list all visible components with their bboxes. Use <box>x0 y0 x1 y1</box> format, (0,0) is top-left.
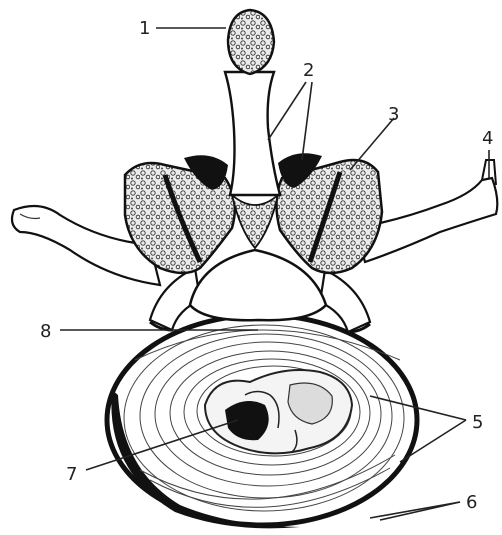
callout-5: 5 <box>472 412 483 433</box>
leader-2a <box>268 82 306 140</box>
callout-2: 2 <box>303 60 314 81</box>
spinous-process-tip <box>228 10 274 74</box>
callout-4: 4 <box>482 128 493 149</box>
callout-7: 7 <box>66 464 77 485</box>
leader-2b <box>302 82 312 160</box>
leader-6b <box>380 502 460 520</box>
leader-3 <box>350 118 394 170</box>
callout-6: 6 <box>466 492 477 513</box>
callout-1: 1 <box>139 18 150 39</box>
callout-3: 3 <box>388 104 399 125</box>
vertebral-arch <box>12 10 497 332</box>
nucleus-pulposus <box>205 370 352 453</box>
callout-8: 8 <box>40 321 51 342</box>
intervertebral-disc <box>107 315 417 528</box>
